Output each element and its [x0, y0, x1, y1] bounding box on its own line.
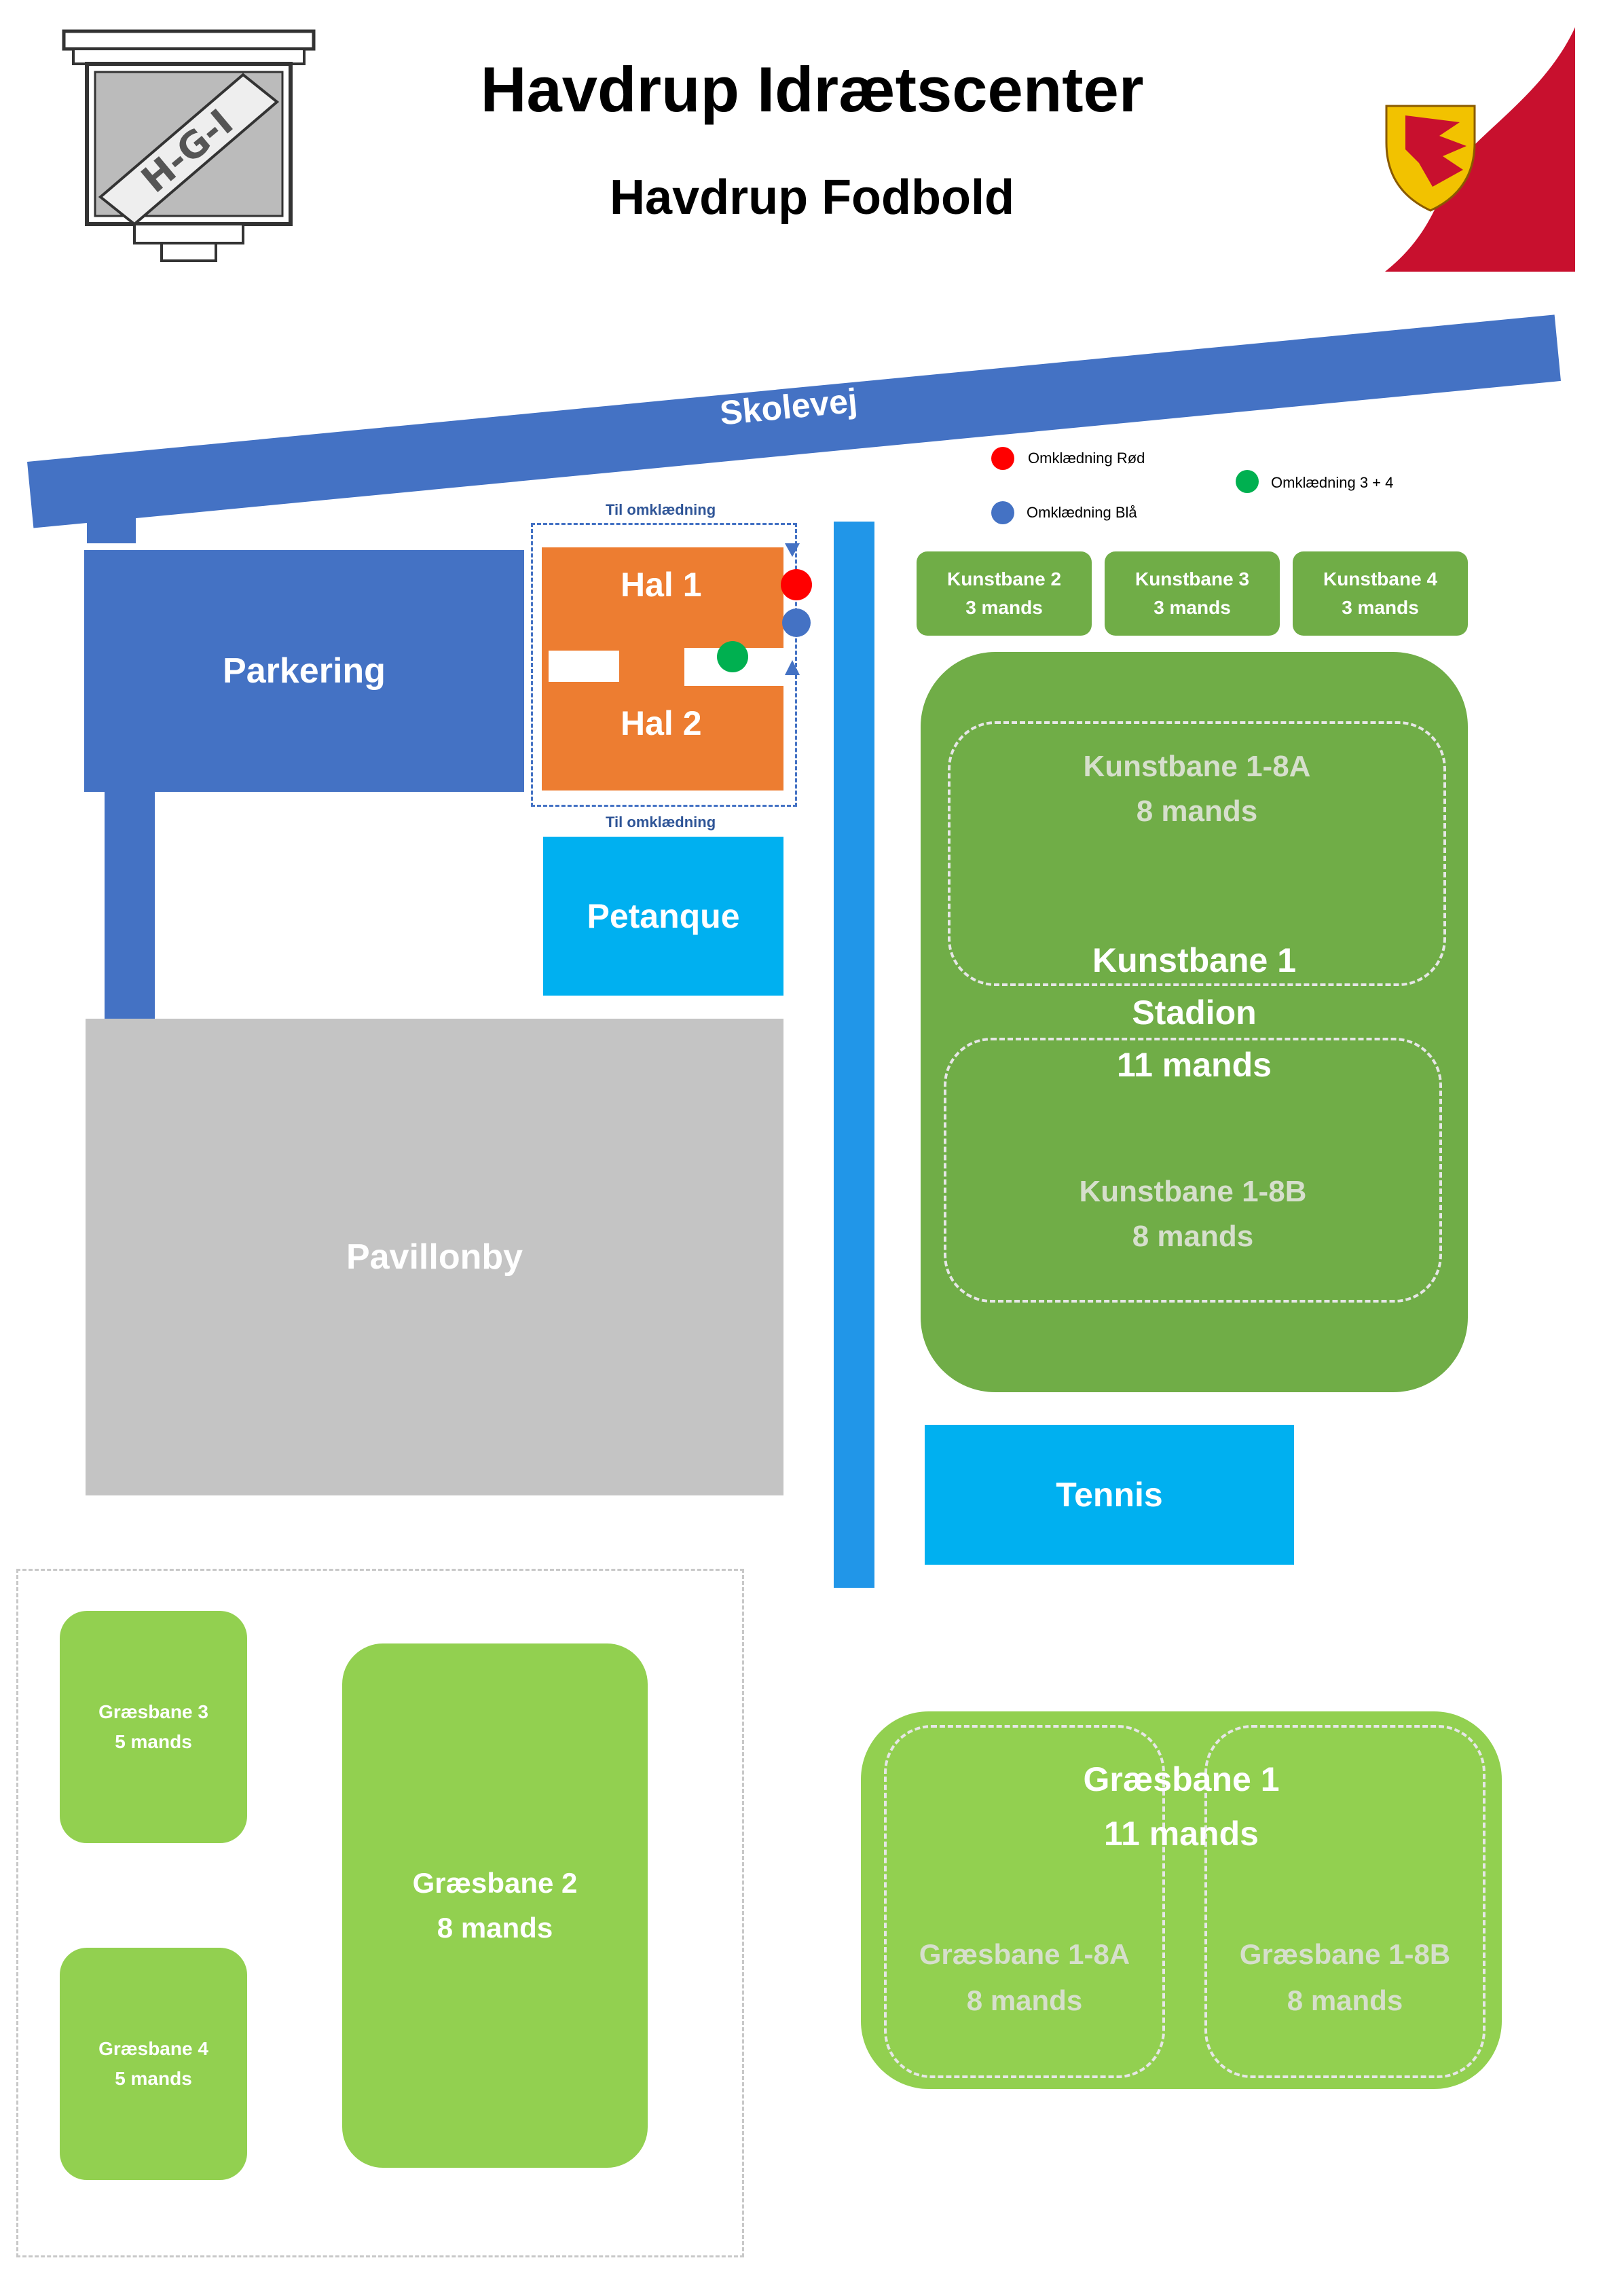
- page-subtitle: Havdrup Fodbold: [610, 170, 1014, 225]
- note-til-omklaedning-top: Til omklædning: [606, 501, 716, 518]
- pitch-graesbane-1: [861, 1711, 1502, 2089]
- sub-pitch-size: 8 mands: [1136, 795, 1258, 828]
- pitch-size: 5 mands: [115, 2068, 192, 2089]
- marker-red-dot: [781, 569, 812, 600]
- municipality-crest: [1378, 27, 1582, 272]
- hgi-logo: H-G-I: [60, 27, 318, 272]
- sub-pitch-size: 8 mands: [1287, 1984, 1403, 2016]
- pitch-kunstbane-1-8b: Kunstbane 1-8B 8 mands: [944, 1038, 1442, 1303]
- hal-1-label: Hal 1: [621, 566, 702, 604]
- marker-blue-dot: [782, 608, 811, 637]
- pitch-name: Kunstbane 4: [1323, 568, 1438, 589]
- pitch-name: Græsbane 4: [98, 2038, 208, 2059]
- stadion-label: Kunstbane 1 Stadion 11 mands: [921, 934, 1468, 1091]
- sub-pitch-size: 8 mands: [1132, 1220, 1254, 1253]
- pitch-name: Kunstbane 2: [946, 568, 1062, 589]
- tennis-label: Tennis: [1056, 1476, 1163, 1514]
- stadion-line-1: Kunstbane 1: [1092, 941, 1297, 979]
- pitch-size: 11 mands: [1104, 1815, 1259, 1853]
- pitch-name: Kunstbane 3: [1134, 568, 1250, 589]
- pitch-graesbane-2: Græsbane 2 8 mands: [342, 1643, 648, 2168]
- road-branch-left: [105, 781, 155, 1019]
- road-branch-top: [87, 503, 136, 543]
- pitch-graesbane-4: Græsbane 4 5 mands: [60, 1948, 247, 2180]
- hal-2-label: Hal 2: [621, 704, 702, 742]
- area-tennis: Tennis: [925, 1425, 1294, 1565]
- pitch-kunstbane-3: Kunstbane 3 3 mands: [1105, 551, 1280, 636]
- pitch-size: 3 mands: [965, 597, 1043, 618]
- sub-pitch-size: 8 mands: [966, 1984, 1083, 2016]
- stadion-line-2: Stadion: [1132, 994, 1257, 1032]
- pitch-name: Græsbane 1: [1083, 1760, 1280, 1798]
- pitch-name: Græsbane 2: [412, 1867, 578, 1899]
- legend-green-dot: [1236, 470, 1259, 493]
- halls-dashed-frame: [531, 523, 797, 807]
- pitch-graesbane-1-8b: Græsbane 1-8B 8 mands: [1204, 1725, 1485, 2078]
- pitch-graesbane-1-8a: Græsbane 1-8A 8 mands: [884, 1725, 1165, 2078]
- area-petanque: Petanque: [543, 837, 783, 996]
- legend-green-label: Omklædning 3 + 4: [1271, 474, 1394, 491]
- pitch-size: 5 mands: [115, 1731, 192, 1752]
- petanque-label: Petanque: [587, 897, 740, 935]
- graesbane-1-label: Græsbane 1 11 mands: [861, 1752, 1502, 1861]
- arrow-up-icon: [782, 657, 802, 678]
- arrow-down-icon: [782, 539, 802, 560]
- pavillonby-label: Pavillonby: [346, 1237, 523, 1277]
- pitch-kunstbane-2: Kunstbane 2 3 mands: [917, 551, 1092, 636]
- area-parkering: Parkering: [84, 550, 524, 792]
- pitch-size: 3 mands: [1342, 597, 1419, 618]
- pitch-kunstbane-4: Kunstbane 4 3 mands: [1293, 551, 1468, 636]
- sub-pitch-name: Græsbane 1-8B: [1239, 1938, 1451, 1970]
- sub-pitch-name: Kunstbane 1-8A: [1083, 750, 1311, 783]
- legend-blue-label: Omklædning Blå: [1027, 504, 1137, 521]
- legend-blue-dot: [991, 501, 1014, 524]
- walkway: [834, 522, 874, 1588]
- hal-2: Hal 2: [542, 686, 783, 791]
- pitch-graesbane-3: Græsbane 3 5 mands: [60, 1611, 247, 1843]
- hal-1: Hal 1: [542, 547, 783, 648]
- pitch-size: 8 mands: [437, 1912, 553, 1944]
- marker-green-dot: [717, 641, 748, 672]
- pitch-kunstbane-1-stadion: [921, 652, 1468, 1392]
- area-pavillonby: Pavillonby: [86, 1019, 783, 1495]
- pitch-kunstbane-1-8a: Kunstbane 1-8A 8 mands: [948, 721, 1446, 986]
- page-title: Havdrup Idrætscenter: [480, 54, 1144, 125]
- note-til-omklaedning-bottom: Til omklædning: [606, 814, 716, 831]
- parkering-label: Parkering: [223, 651, 386, 691]
- sub-pitch-name: Græsbane 1-8A: [919, 1938, 1130, 1970]
- pitch-name: Græsbane 3: [98, 1701, 208, 1722]
- grass-area-frame: [16, 1569, 744, 2257]
- legend-red-dot: [991, 447, 1014, 470]
- hall-connector-gap: [549, 651, 619, 682]
- sub-pitch-name: Kunstbane 1-8B: [1079, 1175, 1307, 1208]
- pitch-size: 3 mands: [1154, 597, 1231, 618]
- legend-red-label: Omklædning Rød: [1028, 450, 1145, 467]
- stadion-line-3: 11 mands: [1117, 1046, 1272, 1084]
